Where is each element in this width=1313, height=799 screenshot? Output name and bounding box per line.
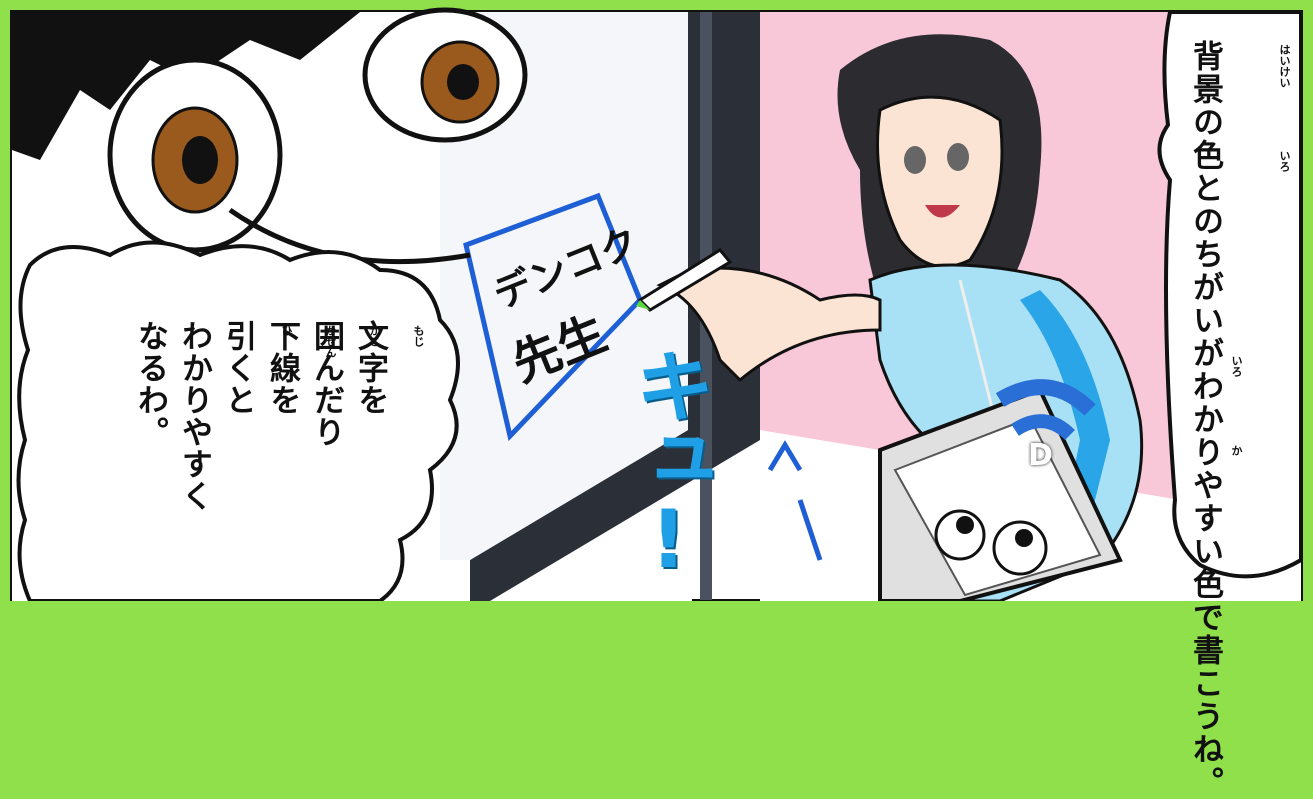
ruby-kako: かこ bbox=[368, 325, 381, 347]
sound-effect-text: キュ! bbox=[622, 345, 715, 580]
ruby-kasen: かせん bbox=[324, 325, 337, 358]
left-speech-line: 下線を bbox=[264, 320, 300, 416]
signal-arc-inner bbox=[1011, 414, 1075, 441]
right-speech-text: 背景の色とのちがいがわかりやすい色で書こうね。 bbox=[1187, 40, 1223, 799]
left-speech-line: 引くと bbox=[220, 320, 256, 416]
ruby-ka: か bbox=[1230, 445, 1243, 456]
mascot-pupil-right bbox=[1015, 529, 1033, 547]
ruby-iro-2: いろ bbox=[1230, 355, 1243, 377]
ruby-iro-1: いろ bbox=[1278, 150, 1291, 172]
marker-tip bbox=[636, 300, 650, 310]
ruby-hi: ひ bbox=[280, 325, 293, 336]
ruby-moji: もじ bbox=[412, 325, 425, 347]
mascot-badge: D bbox=[1028, 438, 1053, 473]
ruby-haikei: はいけい bbox=[1278, 44, 1291, 88]
boy-pupil-left bbox=[182, 136, 218, 184]
whiteboard-frame bbox=[470, 12, 760, 601]
marker-pen bbox=[637, 248, 733, 312]
whiteboard-surface bbox=[440, 12, 688, 560]
signal-arc-outer bbox=[995, 379, 1096, 416]
boy-pupil-right bbox=[447, 64, 479, 100]
manga-panel: デンコク 先生 キュ! 背景の色とのちがいがわかりやすい色で書こうね。 文字を … bbox=[10, 7, 1303, 799]
woman-eye-left bbox=[904, 146, 926, 174]
left-speech-line: なるわ。 bbox=[132, 320, 168, 448]
left-speech-line: 囲んだり bbox=[308, 320, 344, 448]
woman-face bbox=[876, 95, 1004, 269]
woman-eye-right bbox=[947, 143, 969, 171]
panel-artwork bbox=[10, 7, 1303, 601]
surprise-mark bbox=[767, 440, 803, 472]
left-speech-line: 文字を bbox=[352, 320, 388, 416]
left-speech-bubble bbox=[16, 240, 460, 601]
right-speech-bubble bbox=[1157, 10, 1303, 579]
boy-hair bbox=[12, 12, 360, 160]
left-speech-text: 文字を 囲んだり 下線を 引くと わかりやすく なるわ。 bbox=[128, 320, 392, 600]
mascot-pupil-left bbox=[956, 516, 974, 534]
motion-line bbox=[797, 499, 823, 561]
woman-mouth bbox=[925, 205, 960, 218]
mascot-eye-right bbox=[992, 520, 1048, 576]
left-speech-line: わかりやすく bbox=[176, 320, 212, 512]
